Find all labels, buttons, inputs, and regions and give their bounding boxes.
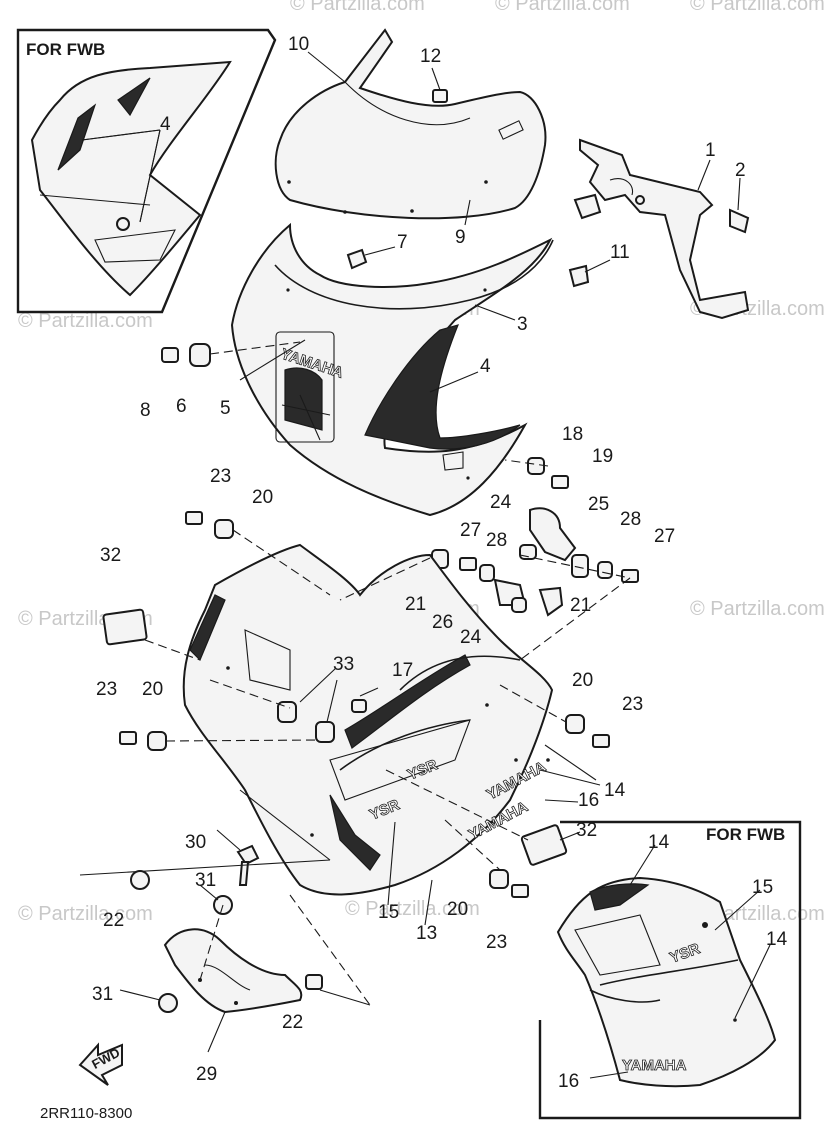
forward-direction-arrow: FWD	[78, 1042, 123, 1086]
upper-cowling	[230, 222, 590, 517]
callout-23-right: 23	[622, 694, 643, 715]
callout-17: 17	[392, 660, 413, 681]
callout-27-left: 27	[460, 520, 481, 541]
callout-31-top: 31	[195, 870, 216, 891]
callout-23-left: 23	[96, 679, 117, 700]
watermark-text: © Partzilla.com	[18, 903, 153, 925]
callout-26: 26	[432, 612, 453, 633]
inset-brand-text: YAMAHA	[622, 1057, 687, 1074]
hardware-upper	[161, 343, 569, 539]
callout-12: 12	[420, 46, 441, 67]
inset-bottom-callout-16: 16	[558, 1071, 579, 1092]
inset-bottom-callout-14-right: 14	[766, 929, 788, 950]
watermark-text: © Partzilla.com	[18, 310, 153, 332]
cowl-stay-bracket	[573, 138, 750, 320]
callout-31-bottom: 31	[92, 984, 113, 1005]
watermark-text: © Partzilla.com	[290, 0, 425, 15]
callout-21-left: 21	[405, 594, 426, 615]
callout-29: 29	[196, 1064, 217, 1085]
leader-lines	[79, 51, 741, 1053]
callout-25: 25	[588, 494, 609, 515]
callout-28-left: 28	[486, 530, 507, 551]
callout-23-bottom: 23	[486, 932, 507, 953]
callout-20-right: 20	[572, 670, 593, 691]
callout-14: 14	[604, 780, 626, 801]
inset-top-for-fwb: FOR FWB	[16, 28, 277, 314]
callout-4: 4	[480, 356, 491, 377]
callout-16: 16	[578, 790, 599, 811]
callout-28-right: 28	[620, 509, 641, 530]
callout-10: 10	[288, 34, 309, 55]
callout-6: 6	[176, 396, 187, 417]
watermark-text: © Partzilla.com	[345, 898, 480, 920]
callout-19: 19	[592, 446, 613, 467]
callout-5: 5	[220, 398, 231, 419]
inset-top-title: FOR FWB	[26, 40, 105, 59]
callout-32-top: 32	[100, 545, 121, 566]
mid-bracket-hardware	[431, 507, 639, 617]
callout-30: 30	[185, 832, 206, 853]
lower-cowling	[102, 543, 610, 898]
windshield-assembly	[274, 28, 547, 220]
callout-24-mid: 24	[460, 627, 482, 648]
belly-pan-hardware	[130, 844, 323, 1014]
callout-7: 7	[397, 232, 408, 253]
inset-top-callout-4: 4	[160, 114, 171, 135]
callout-20-top: 20	[252, 487, 273, 508]
callout-1: 1	[705, 140, 716, 161]
callout-32-bottom: 32	[576, 820, 597, 841]
callout-20-left: 20	[142, 679, 163, 700]
callout-15: 15	[378, 902, 399, 923]
callout-3: 3	[517, 314, 528, 335]
watermark-text: © Partzilla.com	[690, 0, 825, 15]
callout-22-bottom: 22	[282, 1012, 303, 1033]
callout-24-top: 24	[490, 492, 512, 513]
callout-11: 11	[610, 242, 630, 263]
callout-23-top: 23	[210, 466, 231, 487]
inset-bottom-for-fwb: FOR FWB	[538, 820, 802, 1120]
watermark-text: © Partzilla.com	[690, 598, 825, 620]
inset-bottom-callout-14-top: 14	[648, 832, 670, 853]
inset-bottom-title: FOR FWB	[706, 825, 785, 844]
callout-22-left: 22	[103, 910, 124, 931]
inset-brand-emblem: YAMAHA	[622, 1057, 687, 1075]
callout-27-right: 27	[654, 526, 675, 547]
diagram-code: 2RR110-8300	[40, 1105, 132, 1122]
callout-2: 2	[735, 160, 746, 181]
watermark-text: © Partzilla.com	[495, 0, 630, 15]
callout-8: 8	[140, 400, 151, 421]
callout-9: 9	[455, 227, 466, 248]
callout-labels: 10 12 1 2 9 7 11 3 4 8 6 5 18 19 23 20 2…	[92, 34, 788, 1092]
callout-13: 13	[416, 923, 437, 944]
callout-18: 18	[562, 424, 583, 445]
callout-33: 33	[333, 654, 354, 675]
callout-21-right: 21	[570, 595, 591, 616]
callout-20-bottom: 20	[447, 899, 468, 920]
inset-bottom-callout-15: 15	[752, 877, 773, 898]
